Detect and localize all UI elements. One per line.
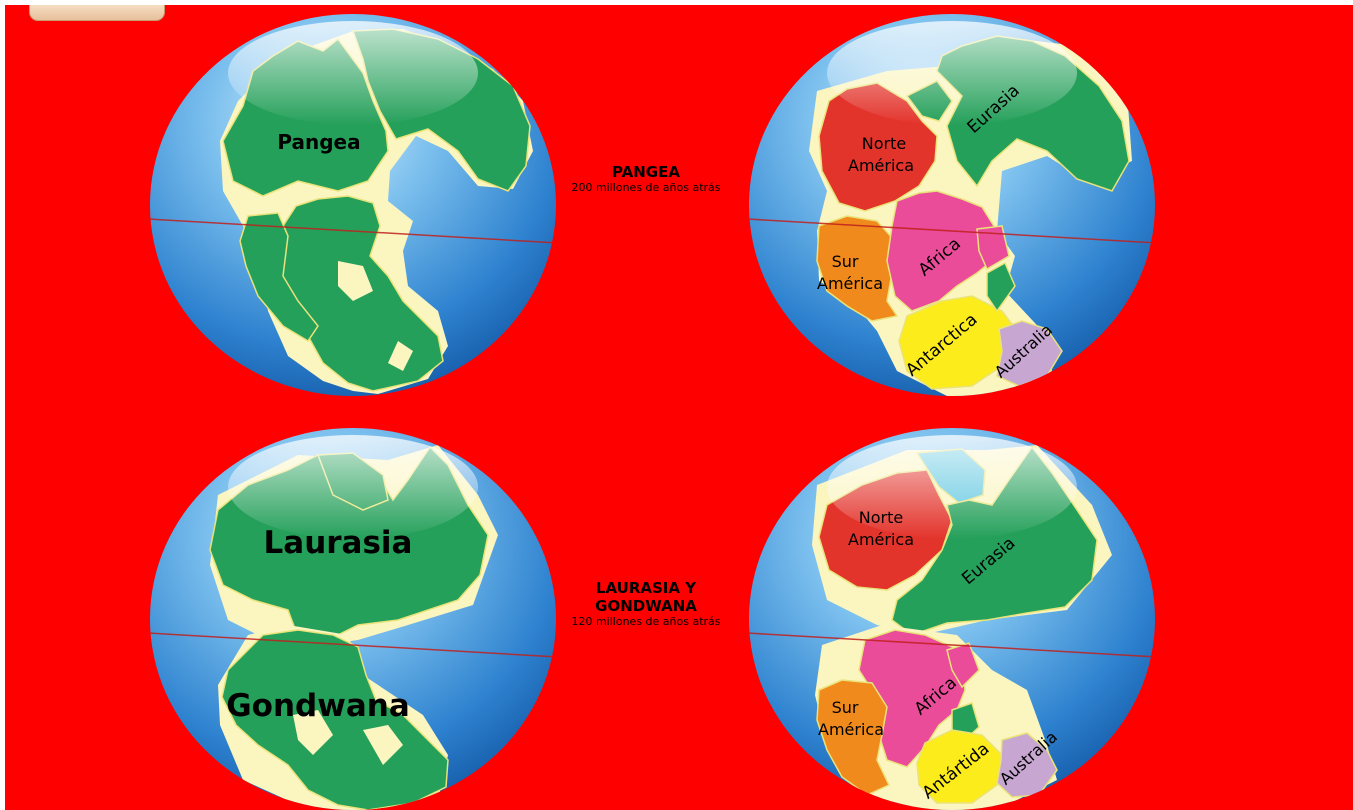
top-tab[interactable] [29,5,165,21]
equator-line [749,632,1155,658]
diagram-canvas: Pangea PANGEA 200 millones de años atrás [5,5,1353,810]
label-norte-america-1: Norte [862,134,906,153]
landmass-southwest [239,212,319,343]
caption-subtitle: 120 millones de años atrás [571,615,721,628]
region-africa [886,190,998,312]
label-sur-america-2: América [818,720,884,739]
globe-highlight [827,435,1077,539]
label-sur-america-2: América [817,274,883,293]
caption-pangea: PANGEA 200 millones de años atrás [561,163,731,194]
label-sur-america-1: Sur [832,698,859,717]
equator-line [749,218,1155,244]
region-india [986,261,1016,313]
caption-laurasia-gondwana: LAURASIA Y GONDWANA 120 millones de años… [561,579,731,628]
caption-subtitle: 200 millones de años atrás [571,181,721,194]
landmass-gondwana [221,629,449,810]
label-laurasia: Laurasia [264,525,413,561]
label-gondwana: Gondwana [226,688,410,724]
globe-highlight [827,21,1077,125]
region-africa-east [946,642,980,689]
caption-title: LAURASIA Y GONDWANA [595,579,697,615]
region-antartida [916,729,1003,804]
label-sur-america-1: Sur [832,252,859,271]
caption-title: PANGEA [612,163,680,181]
region-africa-east [976,225,1010,271]
label-norte-america-2: América [848,530,914,549]
region-sur-america [816,215,899,322]
label-norte-america-2: América [848,156,914,175]
globe-highlight [228,435,478,539]
label-pangea: Pangea [277,130,360,154]
equator-line [150,218,556,244]
globe-laurasia-gondwana-detailed: Norte América Eurasia Sur América Africa… [749,428,1155,810]
globe-highlight [228,21,478,125]
equator-line [150,632,556,658]
region-sur-america [816,679,891,796]
globe-pangea: Pangea [150,14,556,396]
label-norte-america-1: Norte [859,508,903,527]
globe-laurasia-gondwana: Laurasia Gondwana [150,428,556,810]
globe-pangea-detailed: Eurasia Norte América Sur América Africa… [749,14,1155,396]
